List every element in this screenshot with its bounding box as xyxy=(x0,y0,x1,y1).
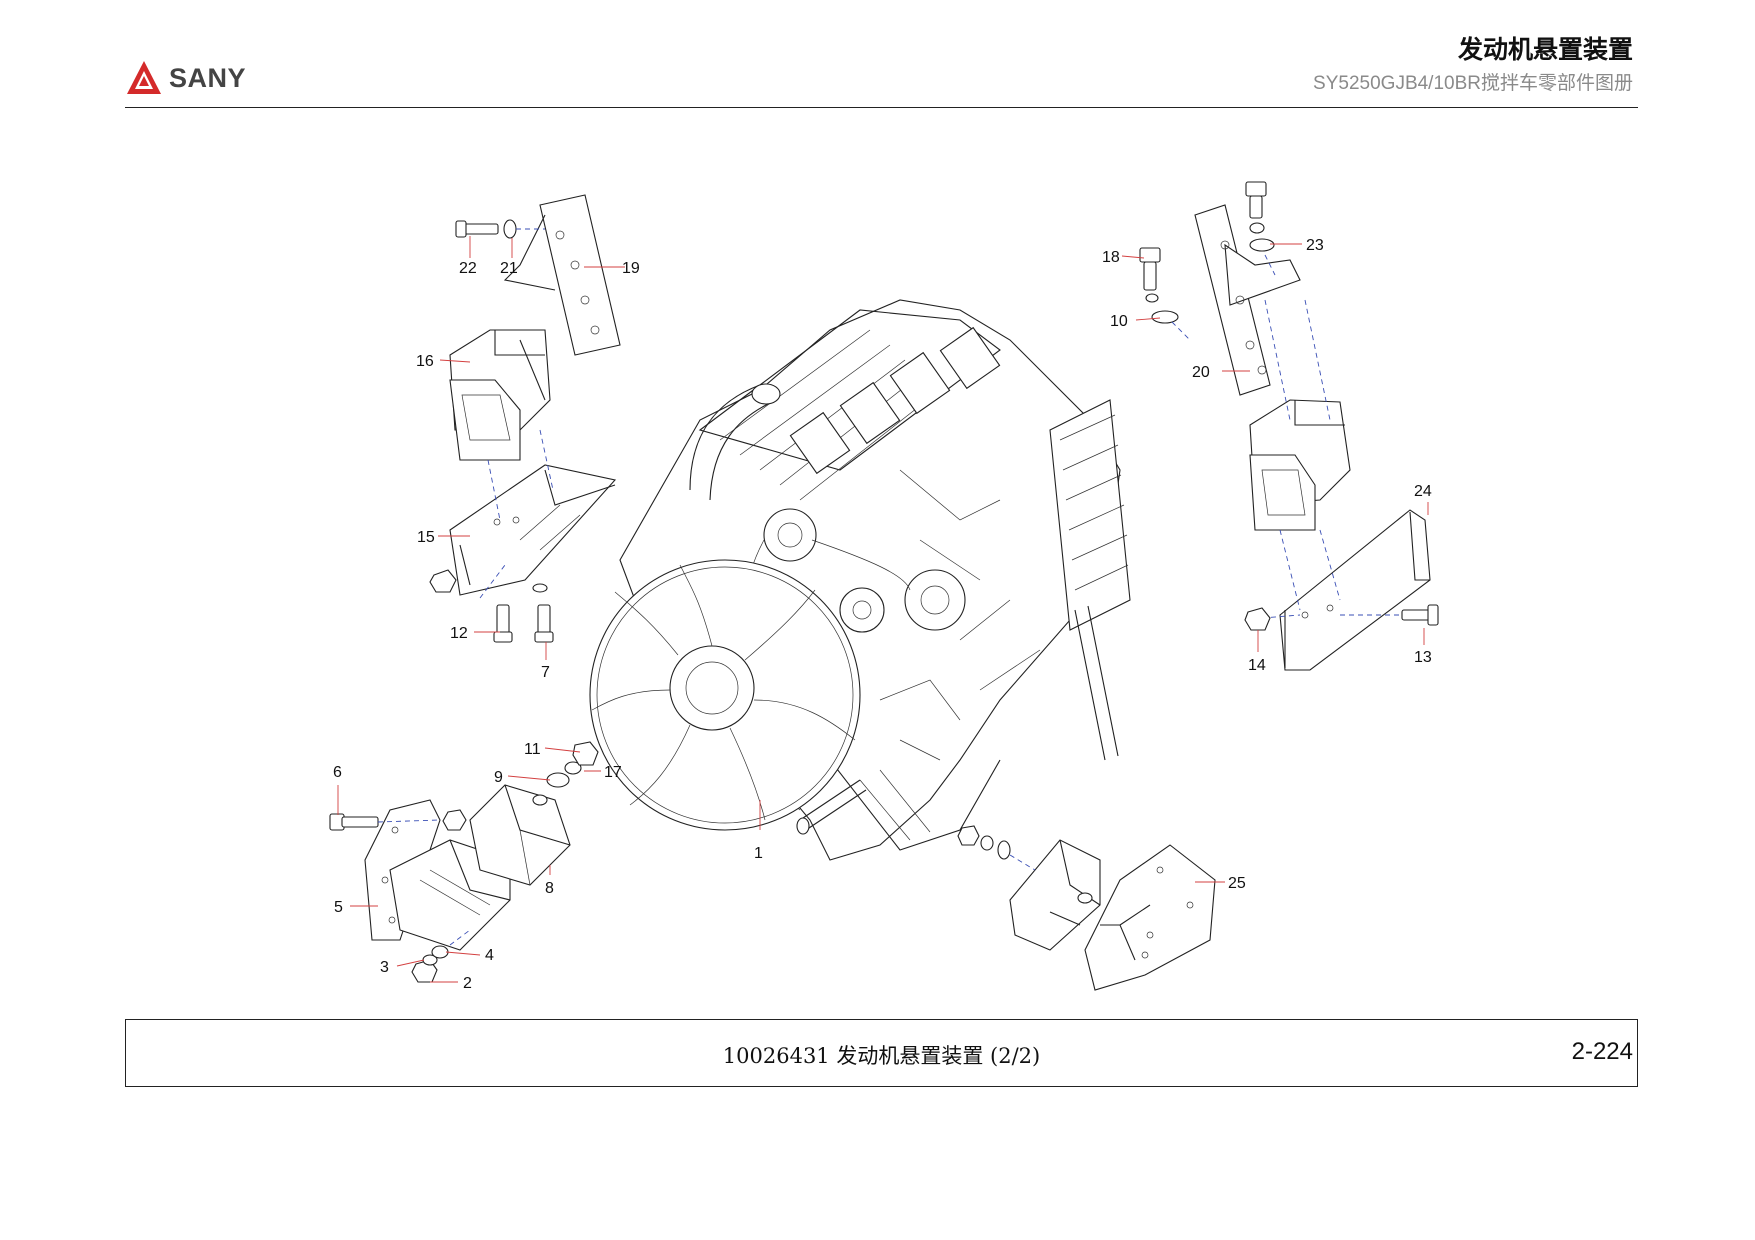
page-subtitle: SY5250GJB4/10BR搅拌车零部件图册 xyxy=(1313,73,1633,94)
cooling-fan xyxy=(589,559,861,831)
callout-9: 9 xyxy=(494,769,503,786)
callout-21: 21 xyxy=(500,260,518,277)
callout-16: 16 xyxy=(416,353,434,370)
callout-4: 4 xyxy=(485,947,494,964)
callout-17: 17 xyxy=(604,764,622,781)
callout-25: 25 xyxy=(1228,875,1246,892)
callout-23: 23 xyxy=(1306,237,1324,254)
callout-19: 19 xyxy=(622,260,640,277)
footer-title-block: 10026431 发动机悬置装置 (2/2) 2-224 xyxy=(125,1019,1638,1087)
callout-11: 11 xyxy=(524,741,541,758)
callout-15: 15 xyxy=(417,529,435,546)
callout-24: 24 xyxy=(1414,483,1432,500)
upper-right-mount-group xyxy=(1139,181,1439,671)
lower-left-mount-group xyxy=(329,741,599,983)
callout-13: 13 xyxy=(1414,649,1432,666)
callout-5: 5 xyxy=(334,899,343,916)
callout-22: 22 xyxy=(459,260,477,277)
callout-6: 6 xyxy=(333,764,342,781)
upper-left-mount-group xyxy=(429,194,621,643)
callouts: 1 2 3 4 5 6 7 8 9 10 11 12 13 14 15 16 1 xyxy=(333,236,1432,992)
sany-logo-icon xyxy=(127,61,161,94)
logo-wordmark: SANY xyxy=(169,62,247,93)
callout-8: 8 xyxy=(545,880,554,897)
callout-2: 2 xyxy=(463,975,472,992)
callout-12: 12 xyxy=(450,625,468,642)
callout-1: 1 xyxy=(754,845,763,862)
footer-caption: 10026431 发动机悬置装置 (2/2) xyxy=(722,1044,1041,1068)
callout-18: 18 xyxy=(1102,249,1120,266)
callout-3: 3 xyxy=(380,959,389,976)
callout-7: 7 xyxy=(541,664,550,681)
callout-10: 10 xyxy=(1110,313,1128,330)
callout-20: 20 xyxy=(1192,364,1210,381)
lower-right-mount-group xyxy=(957,825,1216,991)
page-number: 2-224 xyxy=(1571,1038,1633,1065)
callout-14: 14 xyxy=(1248,657,1266,674)
header-divider xyxy=(125,107,1638,108)
page-title: 发动机悬置装置 xyxy=(1457,35,1633,64)
sany-logo: SANY xyxy=(125,58,246,98)
